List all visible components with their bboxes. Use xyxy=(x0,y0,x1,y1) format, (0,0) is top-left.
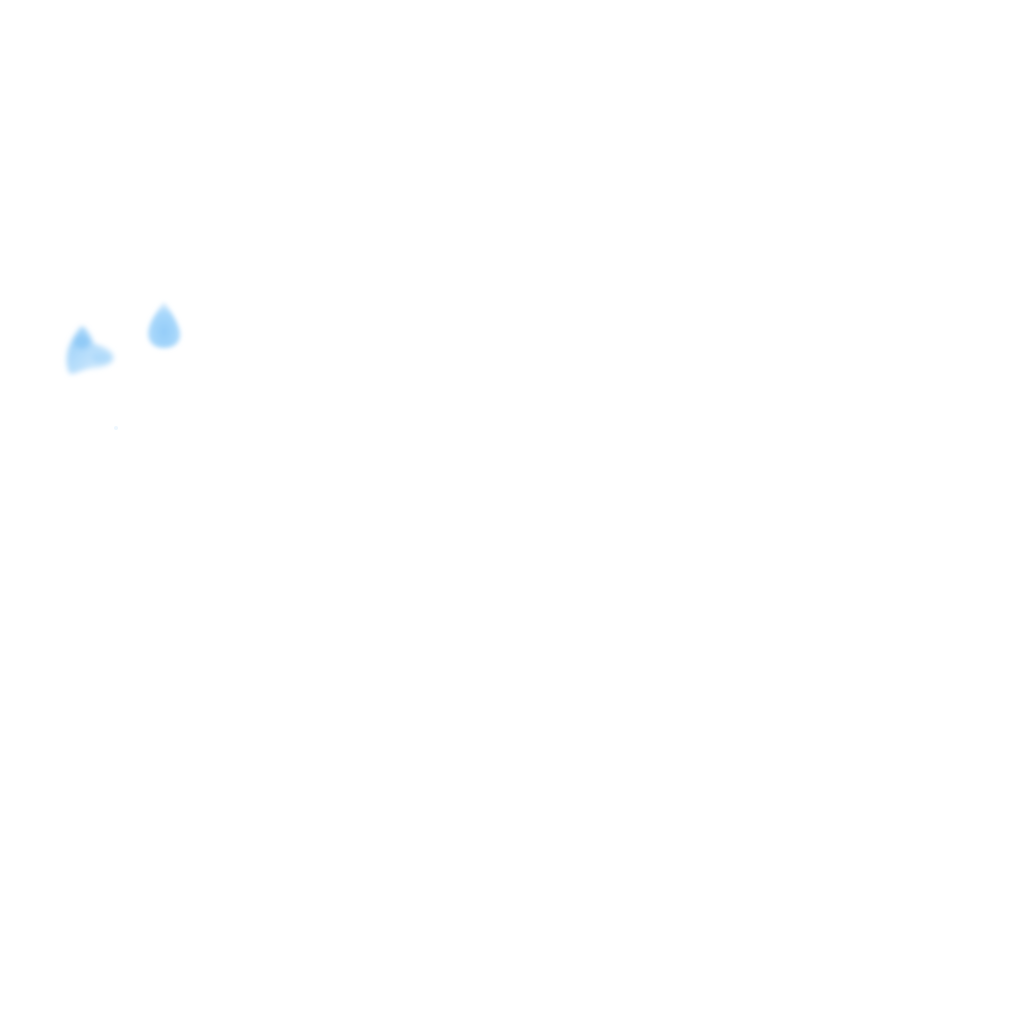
dot-icon xyxy=(114,426,118,430)
water-droplet-icon xyxy=(148,302,181,348)
water-droplet-icon xyxy=(66,326,114,374)
